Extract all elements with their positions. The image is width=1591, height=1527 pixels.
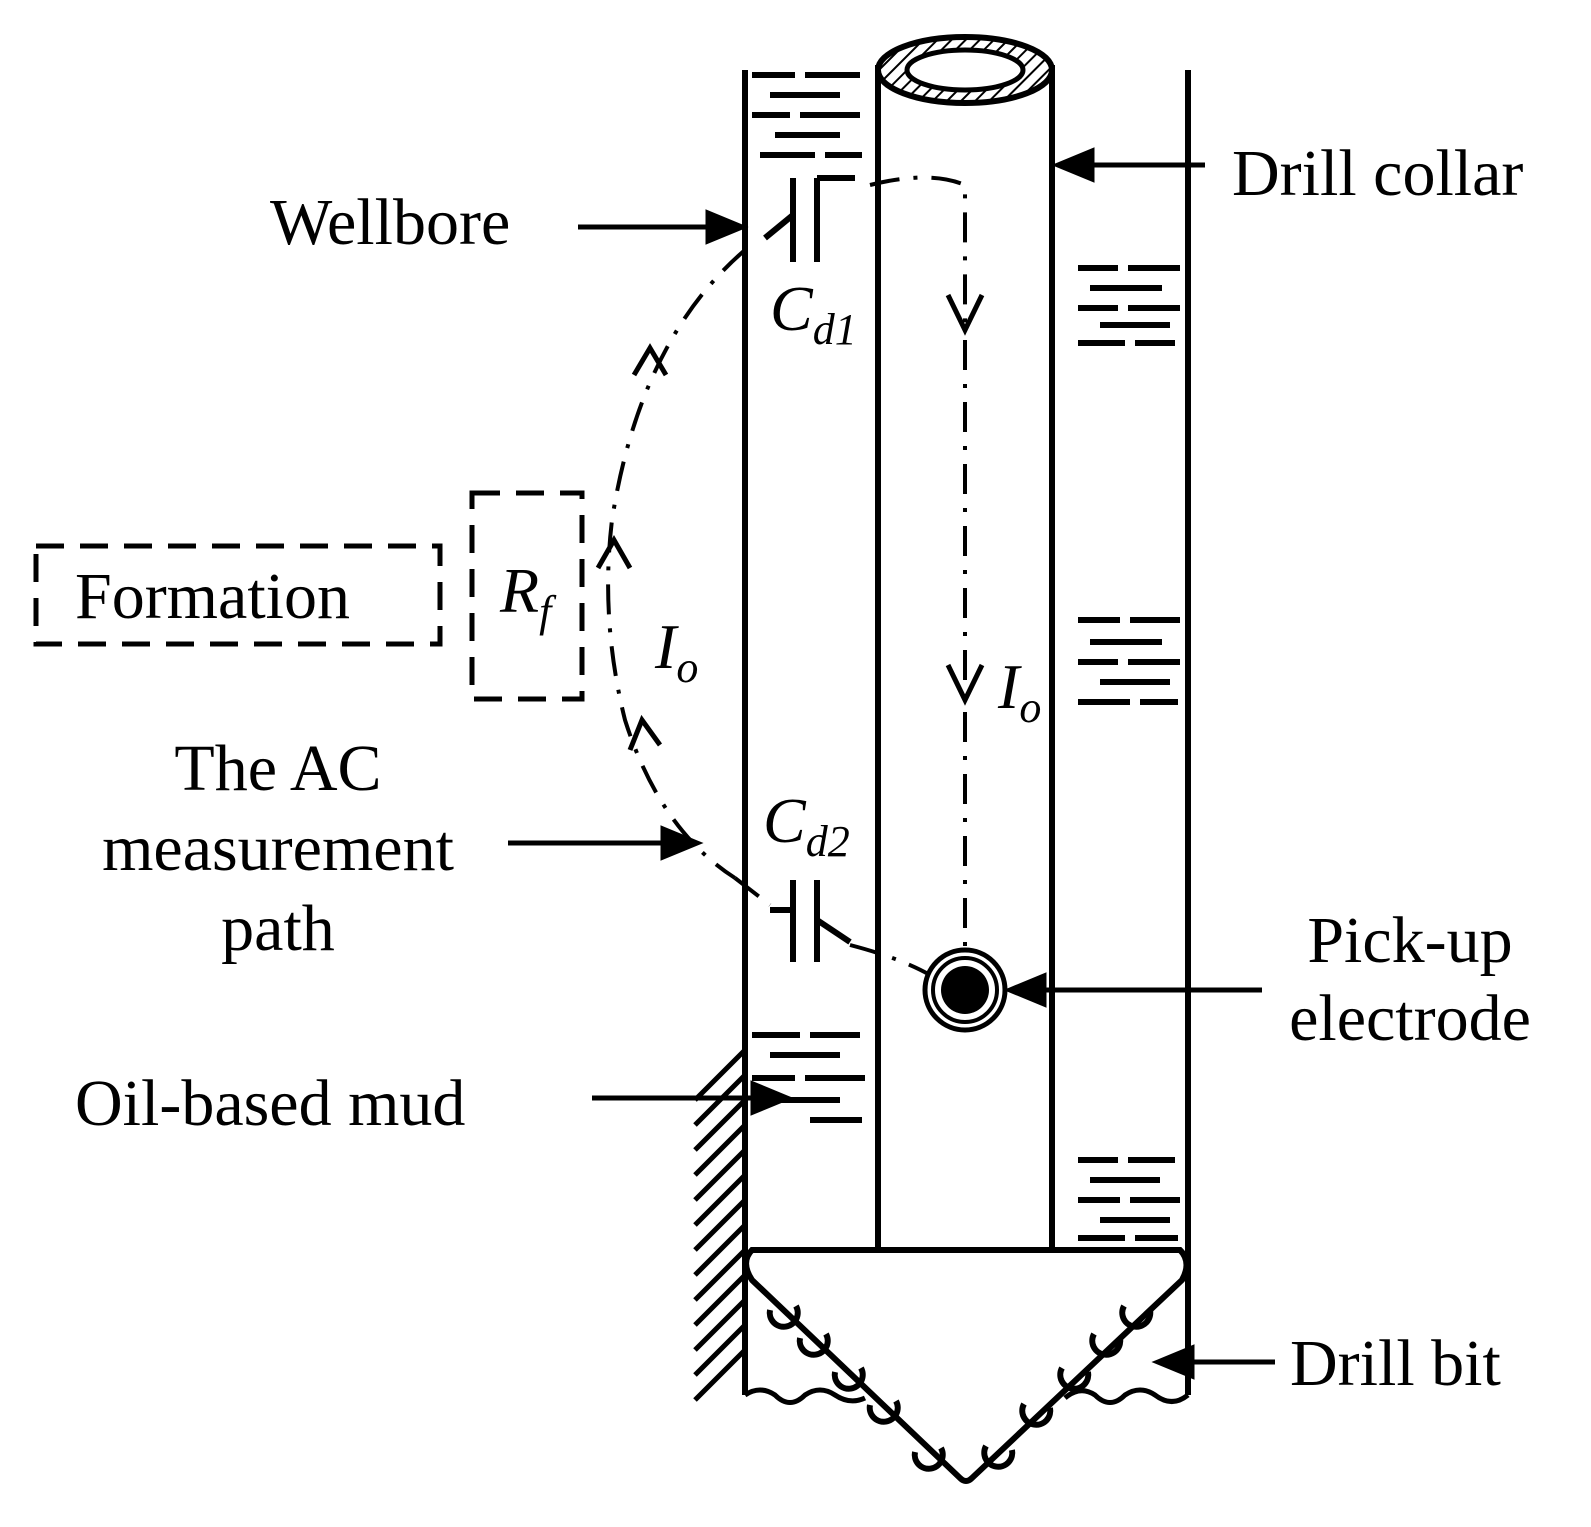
capacitor-cd2 bbox=[770, 880, 852, 962]
label-formation: Formation bbox=[75, 560, 350, 633]
drill-bit bbox=[743, 1247, 1190, 1484]
pickup-electrode bbox=[922, 947, 1008, 1033]
symbol-rf: Rf bbox=[499, 555, 557, 636]
mud-texture bbox=[752, 72, 1180, 1241]
label-oil-based-mud: Oil-based mud bbox=[75, 1067, 465, 1140]
symbol-current-left: Io bbox=[654, 611, 698, 692]
symbol-cd1: Cd1 bbox=[770, 273, 857, 354]
label-drill-bit: Drill bit bbox=[1290, 1327, 1501, 1400]
ac-measurement-path bbox=[606, 175, 967, 977]
leader-arrows bbox=[508, 147, 1275, 1380]
label-ac-path-line2: measurement bbox=[102, 812, 454, 885]
symbol-current-right: Io bbox=[997, 651, 1041, 732]
label-pickup-line1: Pick-up bbox=[1307, 904, 1512, 977]
path-arrowheads bbox=[595, 293, 985, 751]
label-ac-path-line1: The AC bbox=[174, 732, 381, 805]
formation-box bbox=[33, 543, 443, 647]
capacitor-cd1 bbox=[763, 175, 855, 262]
symbol-cd2: Cd2 bbox=[763, 785, 850, 866]
drill-collar bbox=[875, 34, 1055, 1250]
formation-hatching bbox=[693, 1048, 747, 1402]
label-drill-collar: Drill collar bbox=[1232, 137, 1523, 210]
label-ac-path-line3: path bbox=[221, 892, 335, 965]
label-wellbore: Wellbore bbox=[270, 186, 510, 259]
wellbore-bottom-right bbox=[1063, 1387, 1190, 1405]
label-pickup-line2: electrode bbox=[1289, 982, 1531, 1055]
rf-box bbox=[469, 490, 585, 702]
wellbore-bottom-left bbox=[743, 1387, 867, 1405]
